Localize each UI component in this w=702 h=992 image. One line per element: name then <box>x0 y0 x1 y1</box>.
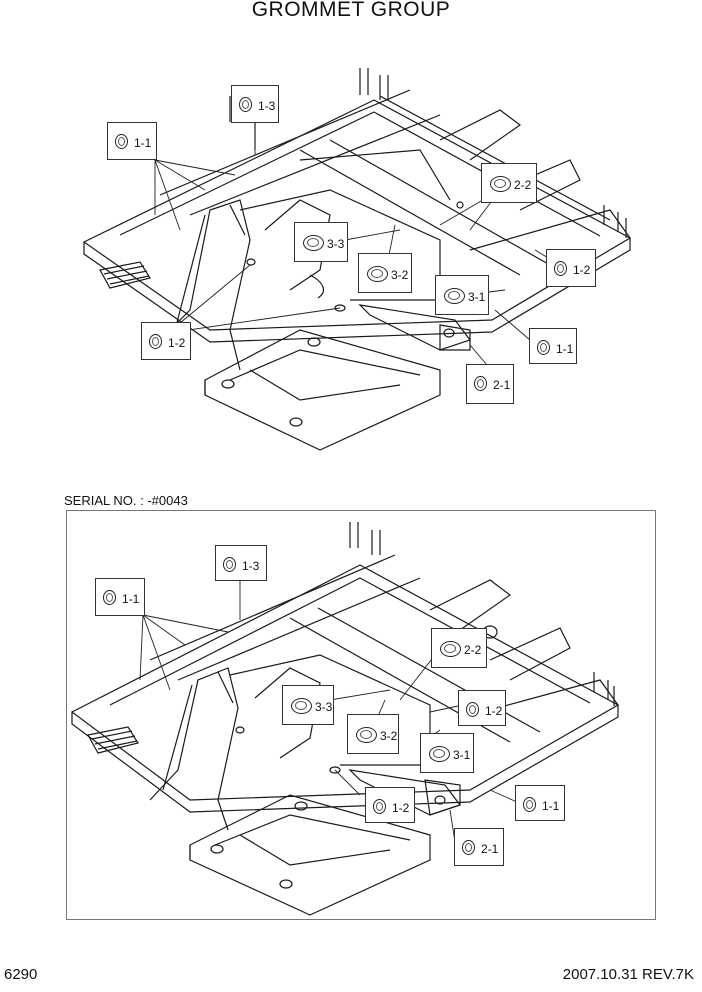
grommet-icon <box>462 840 475 855</box>
callout-1-3[interactable]: 1-3 <box>231 85 279 123</box>
grommet-icon <box>149 334 162 349</box>
callout-label: 1-3 <box>258 99 276 113</box>
grommet-icon <box>444 288 465 304</box>
callout-label: 1-1 <box>556 342 574 356</box>
callout-label: 1-3 <box>242 559 260 573</box>
grommet-icon <box>466 702 479 717</box>
callout-3-1[interactable]: 3-1 <box>420 733 474 773</box>
grommet-icon <box>303 235 324 251</box>
callout-3-3[interactable]: 3-3 <box>294 222 348 262</box>
callout-1-2[interactable]: 1-2 <box>458 690 506 726</box>
bottom-diagram-frame <box>66 510 656 920</box>
grommet-icon <box>474 376 487 391</box>
serial-number-label: SERIAL NO. : -#0043 <box>64 493 188 508</box>
grommet-icon <box>490 176 511 192</box>
callout-2-1[interactable]: 2-1 <box>454 828 504 866</box>
callout-1-1[interactable]: 1-1 <box>529 328 577 364</box>
callout-label: 2-1 <box>481 842 499 856</box>
grommet-icon <box>373 799 386 814</box>
grommet-icon <box>440 641 461 657</box>
grommet-icon <box>103 590 116 605</box>
callout-label: 3-1 <box>453 748 471 762</box>
grommet-icon <box>537 340 550 355</box>
callout-label: 3-2 <box>391 268 409 282</box>
callout-label: 1-1 <box>134 136 152 150</box>
callout-1-1[interactable]: 1-1 <box>95 578 145 616</box>
page-title: GROMMET GROUP <box>251 0 451 21</box>
callout-1-1[interactable]: 1-1 <box>515 785 565 821</box>
page-number: 6290 <box>4 966 38 983</box>
grommet-icon <box>367 266 388 282</box>
callout-label: 2-1 <box>493 378 511 392</box>
grommet-icon <box>429 746 450 762</box>
callout-label: 1-1 <box>542 799 560 813</box>
callout-label: 2-2 <box>514 178 532 192</box>
callout-2-2[interactable]: 2-2 <box>481 163 537 203</box>
grommet-icon <box>356 727 377 743</box>
callout-label: 1-2 <box>168 336 186 350</box>
callout-label: 1-2 <box>573 263 591 277</box>
callout-1-2[interactable]: 1-2 <box>546 249 596 287</box>
grommet-icon <box>554 261 567 276</box>
callout-label: 1-1 <box>122 592 140 606</box>
callout-2-2[interactable]: 2-2 <box>431 628 487 668</box>
callout-3-3[interactable]: 3-3 <box>282 685 334 725</box>
callout-label: 3-1 <box>468 290 486 304</box>
callout-1-2[interactable]: 1-2 <box>141 322 191 360</box>
callout-label: 3-3 <box>315 700 333 714</box>
callout-2-1[interactable]: 2-1 <box>466 364 514 404</box>
callout-label: 1-2 <box>485 704 503 718</box>
callout-3-2[interactable]: 3-2 <box>347 714 399 754</box>
grommet-icon <box>115 134 128 149</box>
callout-1-3[interactable]: 1-3 <box>215 545 267 581</box>
callout-label: 2-2 <box>464 643 482 657</box>
revision-label: 2007.10.31 REV.7K <box>562 966 694 983</box>
callout-3-1[interactable]: 3-1 <box>435 275 489 315</box>
callout-label: 3-3 <box>327 237 345 251</box>
callout-1-2[interactable]: 1-2 <box>365 787 415 823</box>
grommet-icon <box>239 97 252 112</box>
grommet-icon <box>523 797 536 812</box>
callout-1-1[interactable]: 1-1 <box>107 122 157 160</box>
grommet-icon <box>291 698 312 714</box>
callout-label: 1-2 <box>392 801 410 815</box>
callout-3-2[interactable]: 3-2 <box>358 253 412 293</box>
callout-label: 3-2 <box>380 729 398 743</box>
grommet-icon <box>223 557 236 572</box>
